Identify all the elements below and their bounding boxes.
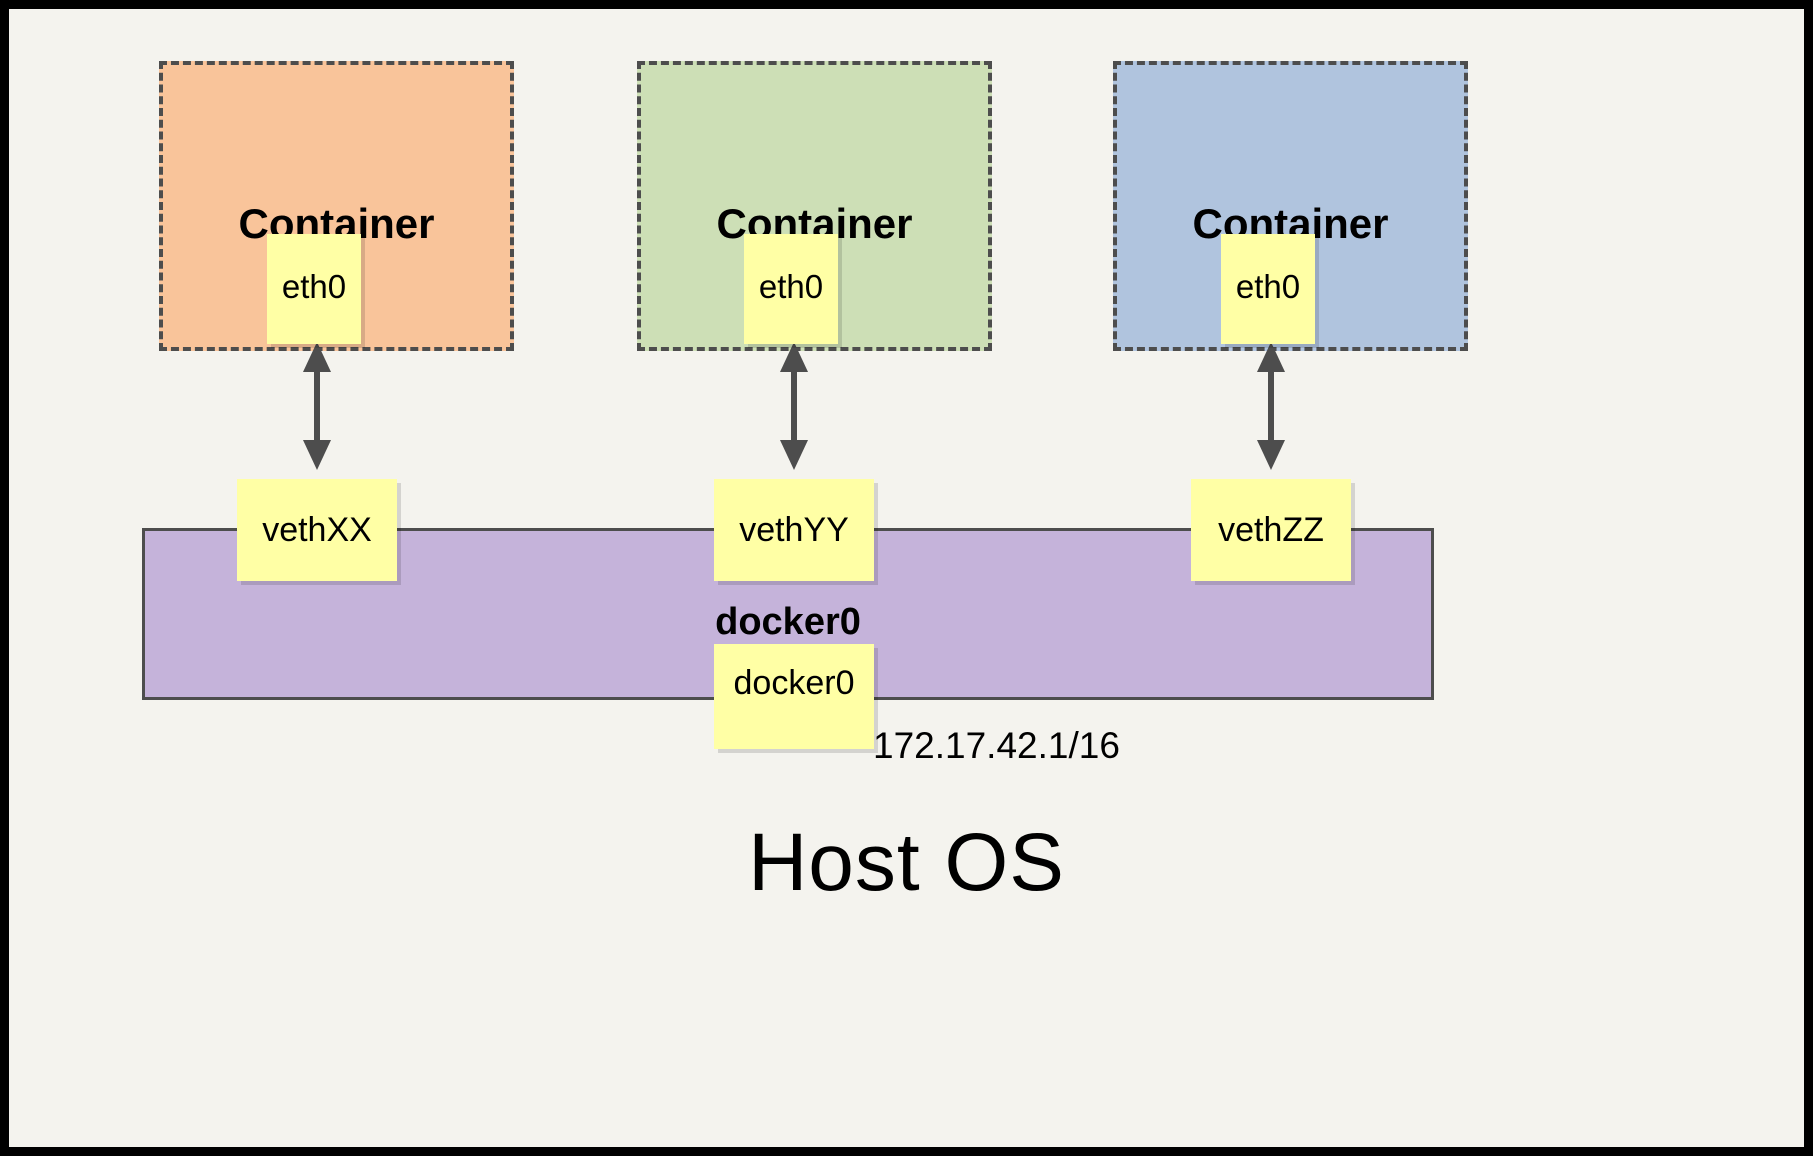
eth0-note-1: eth0 [267, 234, 361, 344]
eth0-note-3: eth0 [1221, 234, 1315, 344]
container-box-3: Container [1113, 61, 1468, 351]
veth-link-arrow-2 [774, 342, 814, 470]
eth0-note-2: eth0 [744, 234, 838, 344]
veth-link-arrow-1 [297, 342, 337, 470]
veth-note-3: vethZZ [1191, 479, 1351, 581]
diagram-stage: docker0 Container eth0 vethXX Container … [9, 9, 1804, 1147]
docker0-ip-label: 172.17.42.1/16 [873, 725, 1120, 766]
host-os-label: Host OS [748, 817, 1065, 908]
docker0-bridge-label: docker0 [715, 601, 861, 643]
veth-link-arrow-3 [1251, 342, 1291, 470]
veth-note-1: vethXX [237, 479, 397, 581]
veth-note-2: vethYY [714, 479, 874, 581]
docker0-interface-note: docker0 [714, 644, 874, 749]
